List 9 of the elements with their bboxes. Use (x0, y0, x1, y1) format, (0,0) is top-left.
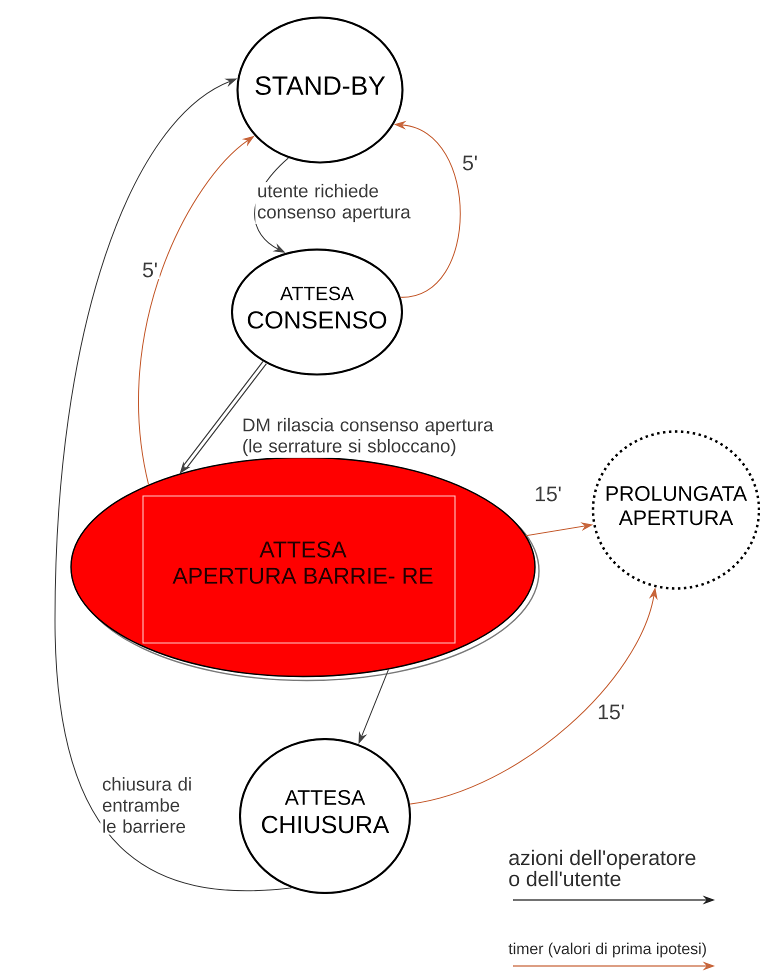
edge-label: 5' (460, 154, 480, 172)
edge-label: utente richiede consenso apertura (255, 182, 426, 224)
edge-label: DM rilascia consenso apertura (le serrature si sbloccano) (240, 416, 499, 458)
legend-text: timer (valori di prima ipotesi) (508, 942, 706, 958)
legend-text: azioni dell'operatore o dell'utente (509, 850, 696, 886)
edge-label: 15' (596, 702, 626, 722)
edge-label: chiusura di entrambe le barriere (100, 775, 197, 835)
edge-label: 5' (140, 260, 160, 280)
arrow (54, 78, 292, 891)
